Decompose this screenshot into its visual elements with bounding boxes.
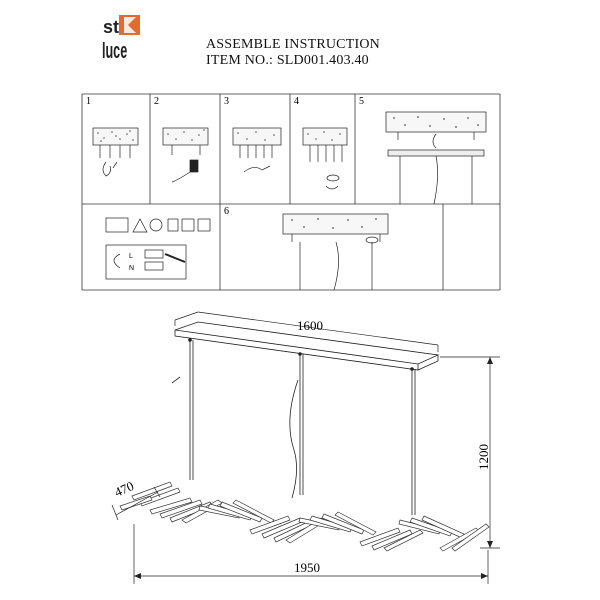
warning-symbols <box>105 217 211 233</box>
step-2-illustration <box>162 127 209 183</box>
step-number-5: 5 <box>359 96 364 107</box>
logo-text-top: st <box>103 17 119 37</box>
item-number: ITEM NO.: SLD001.403.40 <box>206 53 369 68</box>
brand-logo: st luce <box>102 15 140 63</box>
dimension-lines <box>111 311 500 584</box>
step-number-4: 4 <box>294 96 299 107</box>
chandelier-drawing <box>171 321 440 515</box>
step-number-1: 1 <box>86 96 91 107</box>
step-4-illustration <box>302 127 348 190</box>
logo-text-bottom: luce <box>102 38 127 63</box>
dim-depth: 470 <box>112 478 136 500</box>
wiring-diagram <box>105 244 187 280</box>
dimension-arrows <box>134 357 493 579</box>
step-5-illustration <box>385 111 487 205</box>
light-bars <box>119 481 490 552</box>
dim-canopy-length: 1600 <box>297 318 323 333</box>
step-6-illustration <box>282 213 389 291</box>
step-number-2: 2 <box>154 96 159 107</box>
step-1-illustration <box>92 127 139 177</box>
dim-height: 1200 <box>476 444 491 470</box>
wire-label-l: L <box>129 253 133 260</box>
wire-label-n: N <box>129 265 134 272</box>
step-number-6: 6 <box>224 206 229 217</box>
dim-overall-length: 1950 <box>294 560 320 575</box>
step-grid <box>81 93 501 291</box>
step-number-3: 3 <box>224 96 229 107</box>
step-3-illustration <box>232 127 282 173</box>
doc-title: ASSEMBLE INSTRUCTION <box>206 37 380 52</box>
